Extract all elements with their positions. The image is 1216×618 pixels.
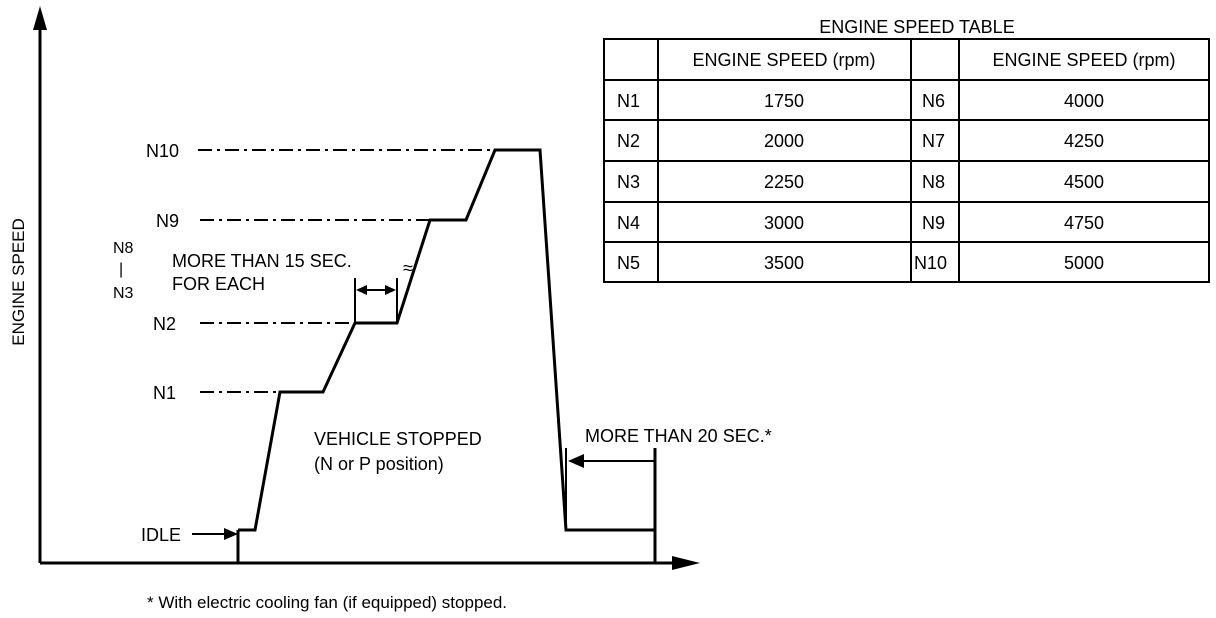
engine-speed-trace [238,148,655,532]
table-cell-value-left: 3000 [764,213,804,233]
table-cell-n-left: N3 [617,172,640,192]
label-n8: N8 [113,240,134,257]
label-n2: N2 [153,314,176,334]
table-cell-value-left: 1750 [764,91,804,111]
table-cell-value-right: 4250 [1064,131,1104,151]
hold-bracket-arrowhead-right [385,285,396,295]
table-row: N2 2000 N7 4250 [617,131,1104,151]
label-idle: IDLE [141,525,181,545]
axes [38,22,676,565]
table-cell-n-left: N5 [617,253,640,273]
label-n1: N1 [153,383,176,403]
idle-pointer-arrowhead [224,528,238,540]
table-header-left: ENGINE SPEED (rpm) [692,50,875,70]
wait-annotation: MORE THAN 20 SEC.* [585,426,772,446]
table-cell-value-right: 4500 [1064,172,1104,192]
engine-speed-table: ENGINE SPEED TABLE ENGINE SPEED (rpm) EN… [603,17,1210,283]
hold-annotation-line1: MORE THAN 15 SEC. [172,251,352,271]
table-title: ENGINE SPEED TABLE [819,17,1014,37]
label-n3: N3 [113,285,134,302]
vehicle-stopped-line1: VEHICLE STOPPED [314,429,482,449]
y-axis-arrow [33,6,47,30]
x-axis-arrow [672,556,700,570]
table-cell-n-right: N7 [922,131,945,151]
reference-lines [198,149,495,393]
table-cell-value-left: 2250 [764,172,804,192]
table-cell-value-right: 4000 [1064,91,1104,111]
table-row: N5 3500 N10 5000 [617,253,1104,273]
table-row: N3 2250 N8 4500 [617,172,1104,192]
wait-arrowhead [568,454,584,468]
hold-annotation-line2: FOR EACH [172,274,265,294]
label-n10: N10 [146,141,179,161]
table-cell-value-left: 3500 [764,253,804,273]
table-cell-n-right: N8 [922,172,945,192]
table-cell-n-right: N10 [914,253,947,273]
vehicle-stopped-line2: (N or P position) [314,454,444,474]
table-cell-n-right: N9 [922,213,945,233]
table-row: N4 3000 N9 4750 [617,213,1104,233]
table-cell-value-right: 5000 [1064,253,1104,273]
table-cell-value-left: 2000 [764,131,804,151]
footnote: * With electric cooling fan (if equipped… [147,593,507,612]
table-header-right: ENGINE SPEED (rpm) [992,50,1175,70]
table-cell-n-left: N1 [617,91,640,111]
label-n9: N9 [156,211,179,231]
hold-bracket-arrowhead-left [356,285,367,295]
table-cell-n-right: N6 [922,91,945,111]
table-row: N1 1750 N6 4000 [617,91,1104,111]
table-cell-n-left: N2 [617,131,640,151]
y-axis-label: ENGINE SPEED [9,218,28,346]
break-mark: ≈ [403,258,413,278]
table-cell-n-left: N4 [617,213,640,233]
table-cell-value-right: 4750 [1064,213,1104,233]
label-n8-n3-dash: | [119,261,123,278]
table-grid [603,38,1210,283]
